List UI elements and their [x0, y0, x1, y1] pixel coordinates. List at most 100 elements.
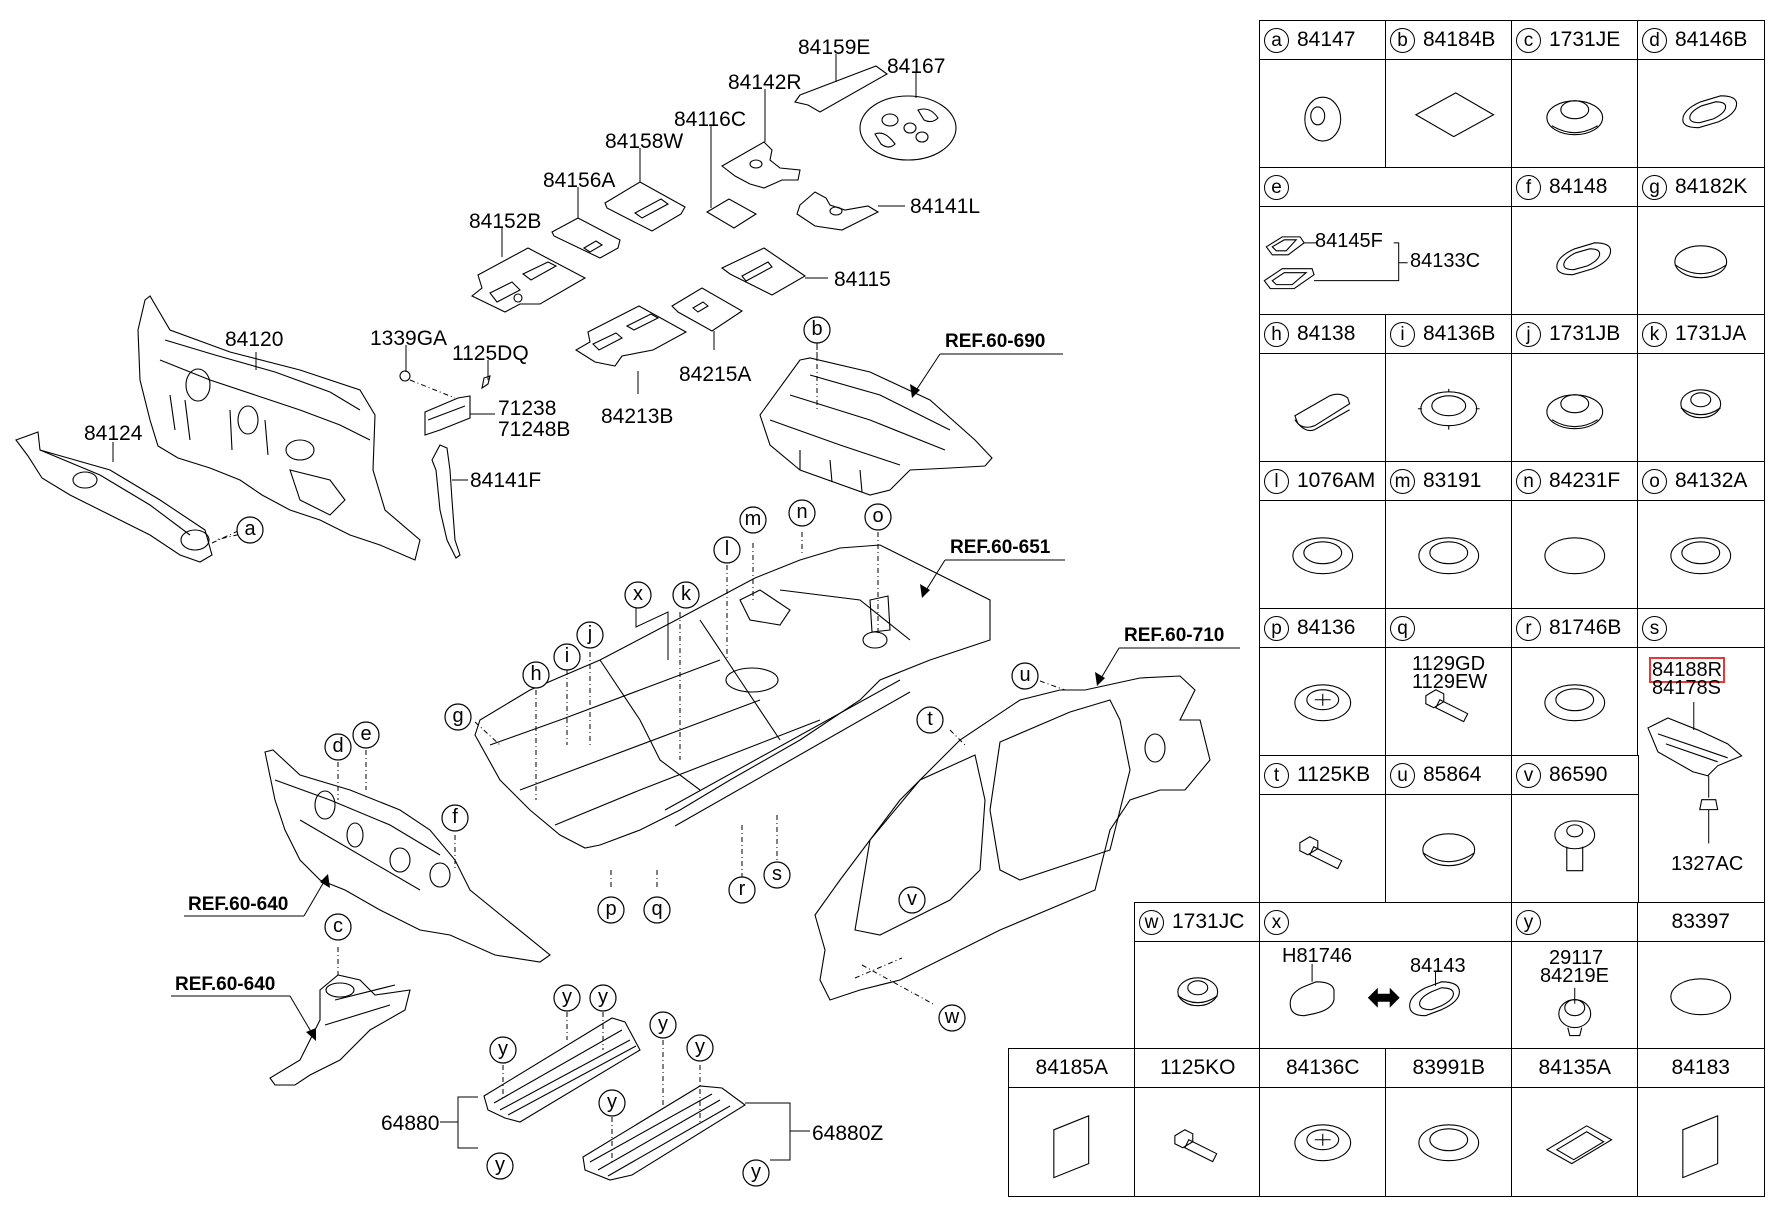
letter-marker-n[interactable]: n — [788, 499, 816, 527]
parts-image-p[interactable] — [1259, 647, 1387, 757]
parts-image-t[interactable] — [1259, 794, 1387, 904]
parts-image-g[interactable] — [1637, 206, 1765, 316]
parts-image-l[interactable] — [1259, 500, 1387, 610]
letter-marker-y[interactable]: y — [489, 1036, 517, 1064]
parts-image-m[interactable] — [1385, 500, 1513, 610]
letter-marker-r[interactable]: r — [728, 876, 756, 904]
letter-marker-y[interactable]: y — [598, 1089, 626, 1117]
letter-marker-y[interactable]: y — [553, 984, 581, 1012]
under-cover-64880Z[interactable] — [582, 1085, 810, 1181]
letter-marker-h[interactable]: h — [522, 661, 550, 689]
ref-label-60-640-lower[interactable]: REF.60-640 — [171, 974, 316, 1041]
ref-label-60-710[interactable]: REF.60-710 — [1095, 625, 1240, 686]
pad-84167[interactable] — [859, 72, 957, 161]
letter-marker-y[interactable]: y — [742, 1159, 770, 1187]
letter-marker-y[interactable]: y — [589, 984, 617, 1012]
letter-marker-l[interactable]: l — [713, 536, 741, 564]
pad-84152B[interactable] — [470, 228, 587, 313]
letter-marker-j[interactable]: j — [576, 621, 604, 649]
parts-image-w[interactable] — [1134, 941, 1262, 1051]
parts-image-f[interactable] — [1511, 206, 1639, 316]
pad-84141L[interactable] — [796, 191, 905, 231]
pad-84156A[interactable] — [551, 187, 621, 259]
parts-image-a[interactable] — [1259, 59, 1387, 169]
parts-header-e[interactable]: e — [1259, 167, 1513, 208]
pad-84159E[interactable] — [794, 54, 889, 113]
letter-marker-b[interactable]: b — [803, 316, 831, 344]
body-side-outer[interactable] — [814, 675, 1211, 1001]
letter-marker-a[interactable]: a — [236, 516, 264, 544]
letter-marker-p[interactable]: p — [597, 896, 625, 924]
parts-image-n[interactable] — [1511, 500, 1639, 610]
parts-header-b1[interactable]: 84185A — [1008, 1048, 1136, 1089]
letter-marker-y[interactable]: y — [686, 1034, 714, 1062]
letter-marker-m[interactable]: m — [739, 506, 767, 534]
parts-image-j[interactable] — [1511, 353, 1639, 463]
parts-image-z1[interactable] — [1637, 941, 1765, 1051]
parts-image-b6[interactable] — [1637, 1087, 1765, 1197]
parts-image-b2[interactable] — [1134, 1087, 1262, 1197]
letter-marker-s[interactable]: s — [763, 861, 791, 889]
front-side-member[interactable] — [269, 974, 411, 1086]
letter-marker-c[interactable]: c — [324, 913, 352, 941]
pad-84142R[interactable] — [721, 89, 801, 189]
letter-marker-w[interactable]: w — [938, 1004, 966, 1032]
pad-84116C[interactable] — [705, 126, 758, 229]
parts-image-c[interactable] — [1511, 59, 1639, 169]
letter-marker-y[interactable]: y — [649, 1011, 677, 1039]
parts-header-b4[interactable]: 83991B — [1385, 1048, 1513, 1089]
parts-image-o[interactable] — [1637, 500, 1765, 610]
parts-image-h[interactable] — [1259, 353, 1387, 463]
parts-image-b4[interactable] — [1385, 1087, 1513, 1197]
parts-header-z1[interactable]: 83397 — [1637, 902, 1765, 943]
floor-reinforcement[interactable] — [264, 749, 551, 963]
pad-84115[interactable] — [720, 247, 828, 296]
parts-image-v[interactable] — [1511, 794, 1639, 904]
bracket-71238[interactable] — [399, 345, 495, 436]
parts-header-x[interactable]: x — [1259, 902, 1513, 943]
parts-image-i[interactable] — [1385, 353, 1513, 463]
parts-image-u[interactable] — [1385, 794, 1513, 904]
letter-marker-o[interactable]: o — [864, 503, 892, 531]
parts-image-k[interactable] — [1637, 353, 1765, 463]
rear-package-tray[interactable] — [759, 340, 993, 496]
letter-marker-f[interactable]: f — [441, 804, 469, 832]
floor-pan[interactable] — [474, 544, 991, 849]
letter-marker-x[interactable]: x — [624, 581, 652, 609]
pad-84141F[interactable] — [431, 444, 468, 559]
parts-header-b6[interactable]: 84183 — [1637, 1048, 1765, 1089]
parts-image-b5[interactable] — [1511, 1087, 1639, 1197]
letter-marker-g[interactable]: g — [444, 703, 472, 731]
pad-84158W[interactable] — [604, 148, 686, 232]
letter-marker-d[interactable]: d — [324, 733, 352, 761]
parts-image-b[interactable] — [1385, 59, 1513, 169]
ref-label-60-690[interactable]: REF.60-690 — [910, 331, 1063, 398]
pad-84213B[interactable] — [574, 305, 688, 394]
letter-marker-u[interactable]: u — [1011, 662, 1039, 690]
parts-image-b1[interactable] — [1008, 1087, 1136, 1197]
letter-marker-e[interactable]: e — [352, 721, 380, 749]
parts-header-q[interactable]: q — [1385, 608, 1513, 649]
parts-header-y[interactable]: y — [1511, 902, 1639, 943]
letter-marker-i[interactable]: i — [553, 643, 581, 671]
